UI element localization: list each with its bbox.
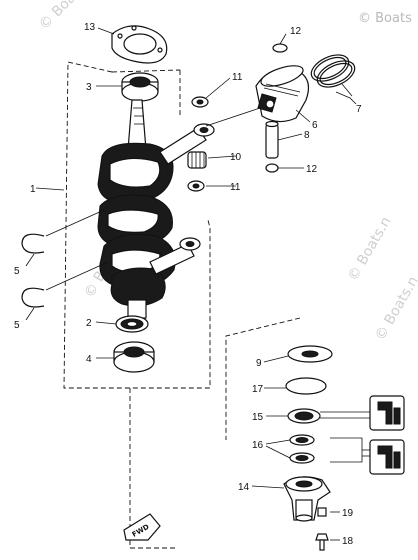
- part-lower-housing: [283, 476, 331, 522]
- seal-detail-upper: [320, 395, 405, 431]
- callout-4: 4: [86, 354, 92, 365]
- part-thrust-washer: [287, 345, 333, 363]
- callout-labels: 13 3 11 12 7 6 8 10 12 11 1 5 5 2 4 9 17…: [14, 22, 362, 547]
- watermark-top-left: © Boats: [36, 0, 88, 33]
- watermark-right-lower: © Boats.n: [372, 274, 418, 344]
- part-gasket: [111, 25, 168, 64]
- part-o-ring: [285, 377, 327, 395]
- part-lower-bearing: [113, 341, 155, 373]
- part-piston-rings: [310, 54, 356, 88]
- callout-1: 1: [30, 184, 36, 195]
- callout-15: 15: [252, 412, 264, 423]
- part-clip-upper: [272, 43, 288, 53]
- callout-12-upper: 12: [290, 26, 302, 37]
- part-connecting-rod-upper: [159, 107, 261, 165]
- watermark-top-right: © Boats: [358, 11, 412, 26]
- watermark-right-middle: © Boats.n: [345, 214, 395, 284]
- part-needle-bearing: [187, 151, 207, 169]
- seal-detail-lower: [330, 437, 405, 475]
- callout-7: 6: [312, 120, 318, 131]
- part-screw-18: [315, 533, 329, 551]
- callout-11-lower: 11: [230, 182, 241, 193]
- part-upper-bearing: [121, 72, 159, 102]
- part-oil-seals: [289, 434, 315, 464]
- callout-3: 3: [86, 82, 92, 93]
- callout-10: 10: [230, 152, 242, 163]
- part-crankshaft: [97, 99, 176, 319]
- part-piston-pin: [265, 120, 279, 159]
- callout-9: 8: [304, 130, 310, 141]
- callout-11-upper: 11: [232, 72, 243, 83]
- callout-6: 9: [256, 358, 262, 369]
- watermark-layer: © Boats © Boats © Boats.n © Boats.n © Bo…: [36, 0, 418, 344]
- part-connecting-rod-lower: [149, 237, 201, 275]
- part-labyrinth-seal: [115, 315, 149, 333]
- callout-5-lower: 5: [14, 320, 20, 331]
- callout-17: 17: [252, 384, 264, 395]
- part-circlip-upper: [21, 233, 45, 254]
- part-oil-seal-upper: [287, 408, 321, 424]
- crankshaft-group-outline: [63, 61, 211, 389]
- fwd-direction-marker: FWD: [123, 513, 161, 541]
- part-washer-lower: [187, 180, 205, 192]
- callout-18: 18: [342, 536, 354, 547]
- callout-8: 7: [356, 104, 362, 115]
- callout-13: 13: [84, 22, 96, 33]
- assembly-boundary: [63, 61, 301, 549]
- part-piston: [255, 65, 309, 123]
- callout-5-upper: 5: [14, 266, 20, 277]
- callout-16: 16: [252, 440, 264, 451]
- callout-14: 14: [238, 482, 250, 493]
- part-screw-19: [317, 507, 327, 517]
- part-circlip-lower: [21, 287, 45, 308]
- part-washer-upper: [191, 96, 209, 108]
- part-clip-lower: [265, 163, 279, 173]
- callout-2: 2: [86, 318, 92, 329]
- leader-lines: [25, 27, 357, 541]
- callout-12-lower: 12: [306, 164, 318, 175]
- callout-19: 19: [342, 508, 354, 519]
